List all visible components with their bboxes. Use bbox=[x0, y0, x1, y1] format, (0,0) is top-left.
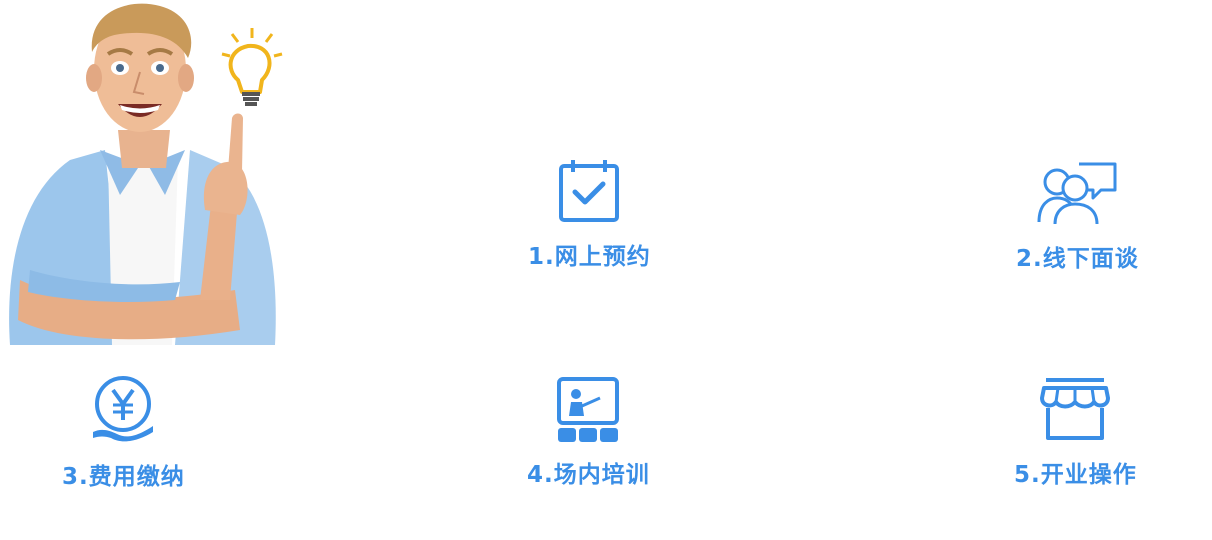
step-onsite-training: 4.场内培训 bbox=[527, 376, 650, 487]
step-label: 4.场内培训 bbox=[527, 462, 650, 488]
step-label: 5.开业操作 bbox=[1014, 462, 1137, 488]
step-offline-interview: 2.线下面谈 bbox=[1016, 160, 1139, 271]
people-chat-icon bbox=[1037, 162, 1117, 225]
yen-hand-icon bbox=[93, 376, 154, 442]
step-online-booking: 1.网上预约 bbox=[528, 158, 651, 269]
storefront-icon bbox=[1040, 378, 1111, 440]
training-presenter-icon bbox=[557, 377, 620, 442]
step-label: 3.费用缴纳 bbox=[62, 464, 185, 490]
hero-illustration bbox=[9, 3, 283, 345]
step-fee-payment: 3.费用缴纳 bbox=[62, 376, 185, 489]
hero-person bbox=[9, 3, 276, 345]
calendar-check-icon bbox=[559, 160, 620, 222]
step-business-launch: 5.开业操作 bbox=[1014, 376, 1137, 487]
lightbulb-icon bbox=[221, 28, 283, 106]
step-label: 1.网上预约 bbox=[528, 244, 651, 270]
step-label: 2.线下面谈 bbox=[1016, 246, 1139, 272]
